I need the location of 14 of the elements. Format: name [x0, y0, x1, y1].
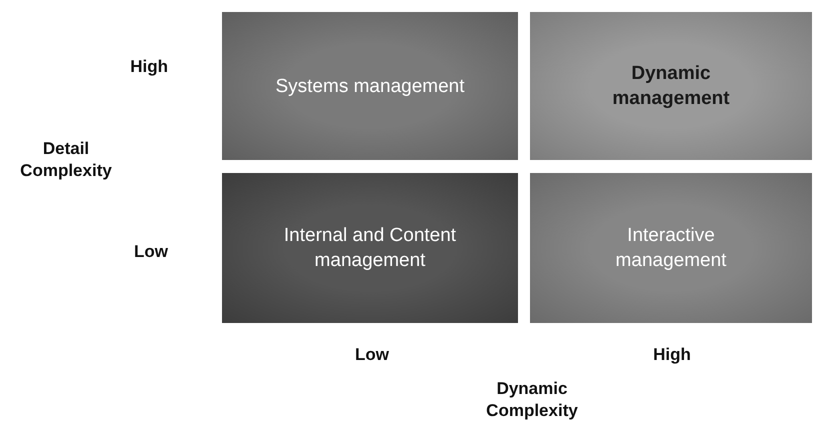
- axis-tick-label: High: [652, 344, 692, 366]
- axis-title: Dynamic Complexity: [485, 378, 579, 422]
- axis-tick-label: Low: [133, 241, 168, 263]
- quadrant-label: Internal and Content management: [282, 224, 458, 273]
- axis-title: Detail Complexity: [19, 138, 113, 182]
- quadrant-label: Systems management: [274, 74, 466, 98]
- quadrant-box: [222, 12, 518, 160]
- axis-tick-label: High: [129, 56, 168, 78]
- axis-tick-label: Low: [354, 344, 390, 366]
- quadrant-box: [530, 12, 812, 160]
- quadrant-label: Interactive management: [614, 224, 728, 273]
- quadrant-box: [222, 173, 518, 323]
- quadrant-label: Dynamic management: [611, 62, 731, 111]
- quadrant-box: [530, 173, 812, 323]
